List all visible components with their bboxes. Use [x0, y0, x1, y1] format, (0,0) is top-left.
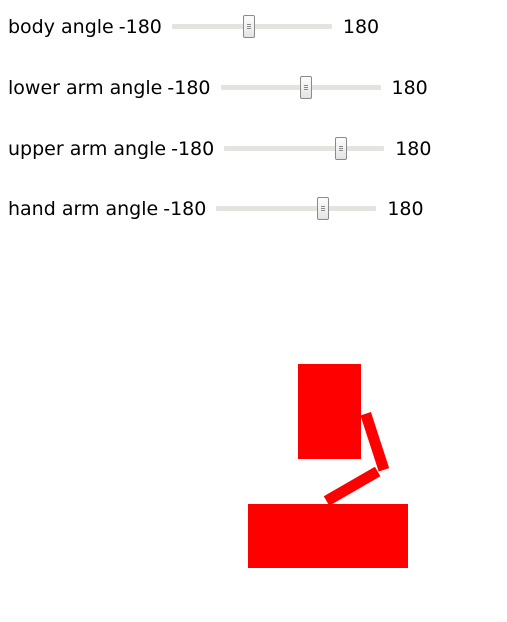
body-angle-max-label: 180 — [342, 15, 380, 38]
body-angle-control: body angle -180 180 — [8, 12, 379, 42]
upper-arm-angle-control: upper arm angle -180 180 — [8, 134, 431, 164]
lower-arm-angle-label: lower arm angle — [8, 76, 163, 99]
slider-thumb[interactable] — [335, 137, 348, 160]
lower-arm-angle-slider[interactable] — [220, 74, 381, 102]
body-angle-min-label: -180 — [118, 15, 162, 38]
hand-arm-angle-slider[interactable] — [216, 195, 377, 223]
slider-track[interactable] — [216, 206, 377, 211]
upper-arm-angle-slider[interactable] — [224, 135, 385, 163]
upper-arm-segment — [360, 412, 390, 472]
lower-arm-segment — [323, 466, 381, 506]
hand-arm-angle-min-label: -180 — [163, 197, 207, 220]
lower-arm-angle-control: lower arm angle -180 180 — [8, 73, 428, 103]
hand-arm-angle-max-label: 180 — [387, 197, 424, 220]
lower-arm-angle-min-label: -180 — [167, 76, 211, 99]
body-angle-label: body angle — [8, 15, 114, 38]
upper-arm-angle-label: upper arm angle — [8, 137, 167, 160]
upper-arm-angle-min-label: -180 — [171, 137, 215, 160]
slider-thumb[interactable] — [300, 76, 313, 99]
lower-arm-angle-max-label: 180 — [391, 76, 428, 99]
body-angle-slider[interactable] — [171, 13, 332, 41]
hand-segment — [298, 364, 361, 459]
slider-thumb[interactable] — [317, 197, 330, 220]
slider-thumb[interactable] — [242, 15, 255, 38]
hand-arm-angle-label: hand arm angle — [8, 197, 159, 220]
slider-track[interactable] — [224, 146, 385, 151]
upper-arm-angle-max-label: 180 — [395, 137, 432, 160]
robot-base — [248, 504, 408, 568]
hand-arm-angle-control: hand arm angle -180 180 — [8, 194, 424, 224]
